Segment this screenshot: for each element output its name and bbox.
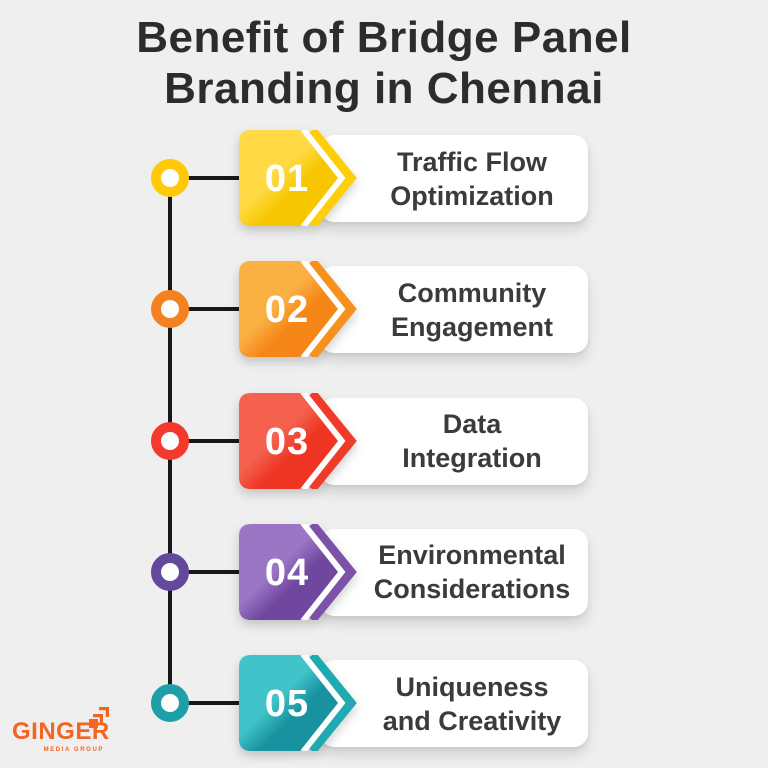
benefit-card: Environmental Considerations bbox=[320, 528, 588, 616]
connector-line bbox=[184, 438, 242, 443]
benefit-card: Traffic Flow Optimization bbox=[320, 135, 588, 222]
step-number: 01 bbox=[265, 158, 309, 200]
step-arrow-icon: 03 bbox=[239, 392, 357, 489]
page-title-line2: Branding in Chennai bbox=[164, 64, 604, 113]
step-arrow-icon: 04 bbox=[239, 523, 357, 620]
brand-logo: GINGER MEDIA GROUP bbox=[12, 707, 122, 753]
timeline-node bbox=[151, 421, 189, 460]
timeline-node bbox=[151, 684, 189, 722]
step-number: 04 bbox=[265, 552, 309, 594]
benefit-card: Community Engagement bbox=[320, 266, 588, 354]
step-arrow-icon: 02 bbox=[239, 261, 357, 358]
connector-line bbox=[184, 307, 242, 312]
step-number: 02 bbox=[265, 289, 309, 331]
step-arrow-icon: 05 bbox=[239, 655, 357, 751]
benefit-label: Traffic Flow Optimization bbox=[390, 146, 554, 211]
benefit-label: Data Integration bbox=[402, 409, 542, 473]
connector-line bbox=[184, 569, 242, 574]
connector-line bbox=[184, 701, 242, 705]
timeline-node bbox=[151, 552, 189, 591]
timeline-node bbox=[151, 159, 189, 197]
connector-line bbox=[184, 176, 242, 180]
layers-icon bbox=[89, 707, 109, 728]
step-number: 03 bbox=[265, 421, 309, 463]
benefit-card: Data Integration bbox=[320, 397, 588, 485]
benefit-card: Uniqueness and Creativity bbox=[320, 660, 588, 747]
benefit-label: Uniqueness and Creativity bbox=[382, 671, 562, 736]
step-arrow-icon: 01 bbox=[239, 130, 357, 226]
benefit-label: Environmental Considerations bbox=[373, 540, 571, 605]
step-number: 05 bbox=[265, 683, 309, 725]
page-title-line1: Benefit of Bridge Panel bbox=[136, 13, 632, 62]
benefit-label: Community Engagement bbox=[390, 277, 554, 342]
timeline-node bbox=[151, 290, 189, 329]
brand-tagline: MEDIA GROUP bbox=[43, 747, 104, 753]
